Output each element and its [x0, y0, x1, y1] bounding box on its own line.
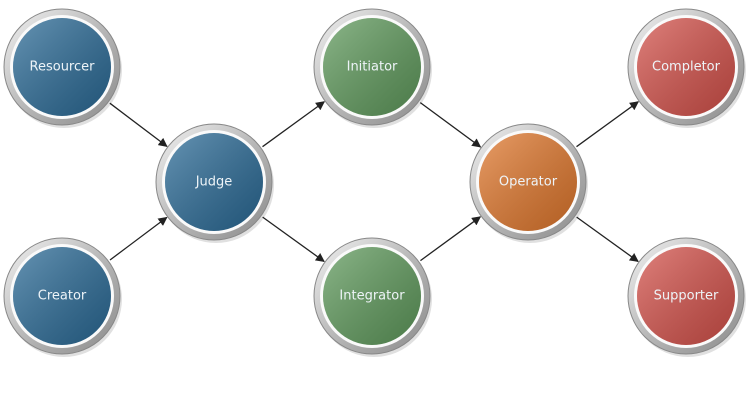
node-judge: Judge [155, 123, 274, 243]
node-label-integrator: Integrator [339, 289, 405, 304]
edge-resourcer-to-judge [109, 102, 168, 147]
node-initiator: Initiator [313, 8, 432, 128]
node-label-creator: Creator [38, 289, 87, 304]
node-label-operator: Operator [499, 175, 558, 190]
node-resourcer: Resourcer [3, 8, 122, 128]
node-label-judge: Judge [195, 175, 233, 190]
edge-initiator-to-operator [419, 102, 482, 148]
node-label-initiator: Initiator [347, 60, 398, 75]
edge-creator-to-judge [109, 216, 168, 261]
node-label-supporter: Supporter [654, 289, 719, 304]
edge-integrator-to-operator [420, 216, 482, 262]
edge-operator-to-supporter [576, 216, 639, 263]
edge-operator-to-completor [576, 101, 640, 148]
node-creator: Creator [3, 237, 122, 357]
node-integrator: Integrator [313, 237, 432, 357]
node-operator: Operator [469, 123, 588, 243]
edge-judge-to-initiator [262, 101, 326, 148]
edge-judge-to-integrator [262, 216, 325, 263]
node-label-completor: Completor [652, 60, 721, 75]
node-supporter: Supporter [627, 237, 746, 357]
node-label-resourcer: Resourcer [30, 60, 96, 75]
node-completor: Completor [627, 8, 746, 128]
